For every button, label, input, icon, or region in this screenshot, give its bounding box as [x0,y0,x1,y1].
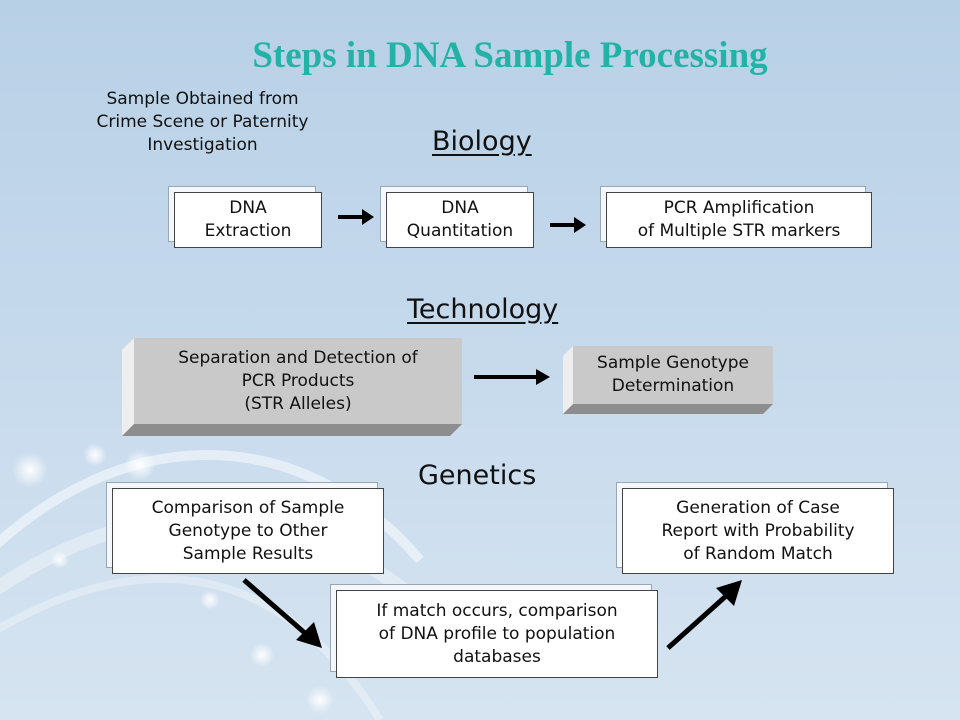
technology-heading: Technology [407,294,559,325]
arrow-up-right-icon [666,580,742,650]
intro-line: Sample Obtained from [106,89,299,109]
dna-extraction-box: DNA Extraction [174,192,322,248]
step-label: PCR Products [241,370,355,391]
intro-line: Crime Scene or Paternity [96,112,309,132]
step-label: of Random Match [683,543,833,564]
comparison-box: Comparison of Sample Genotype to Other S… [112,488,384,574]
step-label: DNA [229,198,267,218]
arrow-right-icon [338,209,374,225]
step-label: databases [453,646,541,667]
step-label: Separation and Detection of [178,347,418,368]
step-label: DNA [441,198,479,218]
step-label: Extraction [204,221,292,241]
genetics-heading: Genetics [418,460,537,491]
step-label: Comparison of Sample [151,497,345,518]
intro-line: Investigation [147,135,258,155]
step-label: of Multiple STR markers [637,221,841,241]
step-label: Sample Genotype [597,353,749,373]
pcr-amplification-box: PCR Amplification of Multiple STR marker… [606,192,872,248]
step-label: PCR Amplification [663,198,815,218]
arrow-right-icon [550,217,586,233]
arrow-right-icon [474,369,550,385]
genotype-determination-block: Sample Genotype Determination [573,346,773,404]
sample-source-label: Sample Obtained from Crime Scene or Pate… [60,88,345,157]
step-label: Generation of Case [676,497,840,518]
population-match-box: If match occurs, comparison of DNA profi… [336,590,658,678]
case-report-box: Generation of Case Report with Probabili… [622,488,894,574]
step-label: Determination [611,376,735,396]
step-label: of DNA profile to population [378,623,616,644]
separation-detection-block: Separation and Detection of PCR Products… [134,338,462,424]
page-title: Steps in DNA Sample Processing [252,35,768,76]
separation-block-shape [122,338,462,436]
step-label: Sample Results [182,543,314,564]
step-label: Genotype to Other [168,520,328,541]
dna-quantitation-box: DNA Quantitation [386,192,534,248]
step-label: (STR Alleles) [244,393,352,414]
genotype-block-shape [563,346,773,414]
step-label: If match occurs, comparison [376,600,618,621]
step-label: Report with Probability [661,520,855,541]
step-label: Quantitation [406,221,514,241]
biology-heading: Biology [432,126,532,157]
arrow-down-right-icon [242,578,322,648]
